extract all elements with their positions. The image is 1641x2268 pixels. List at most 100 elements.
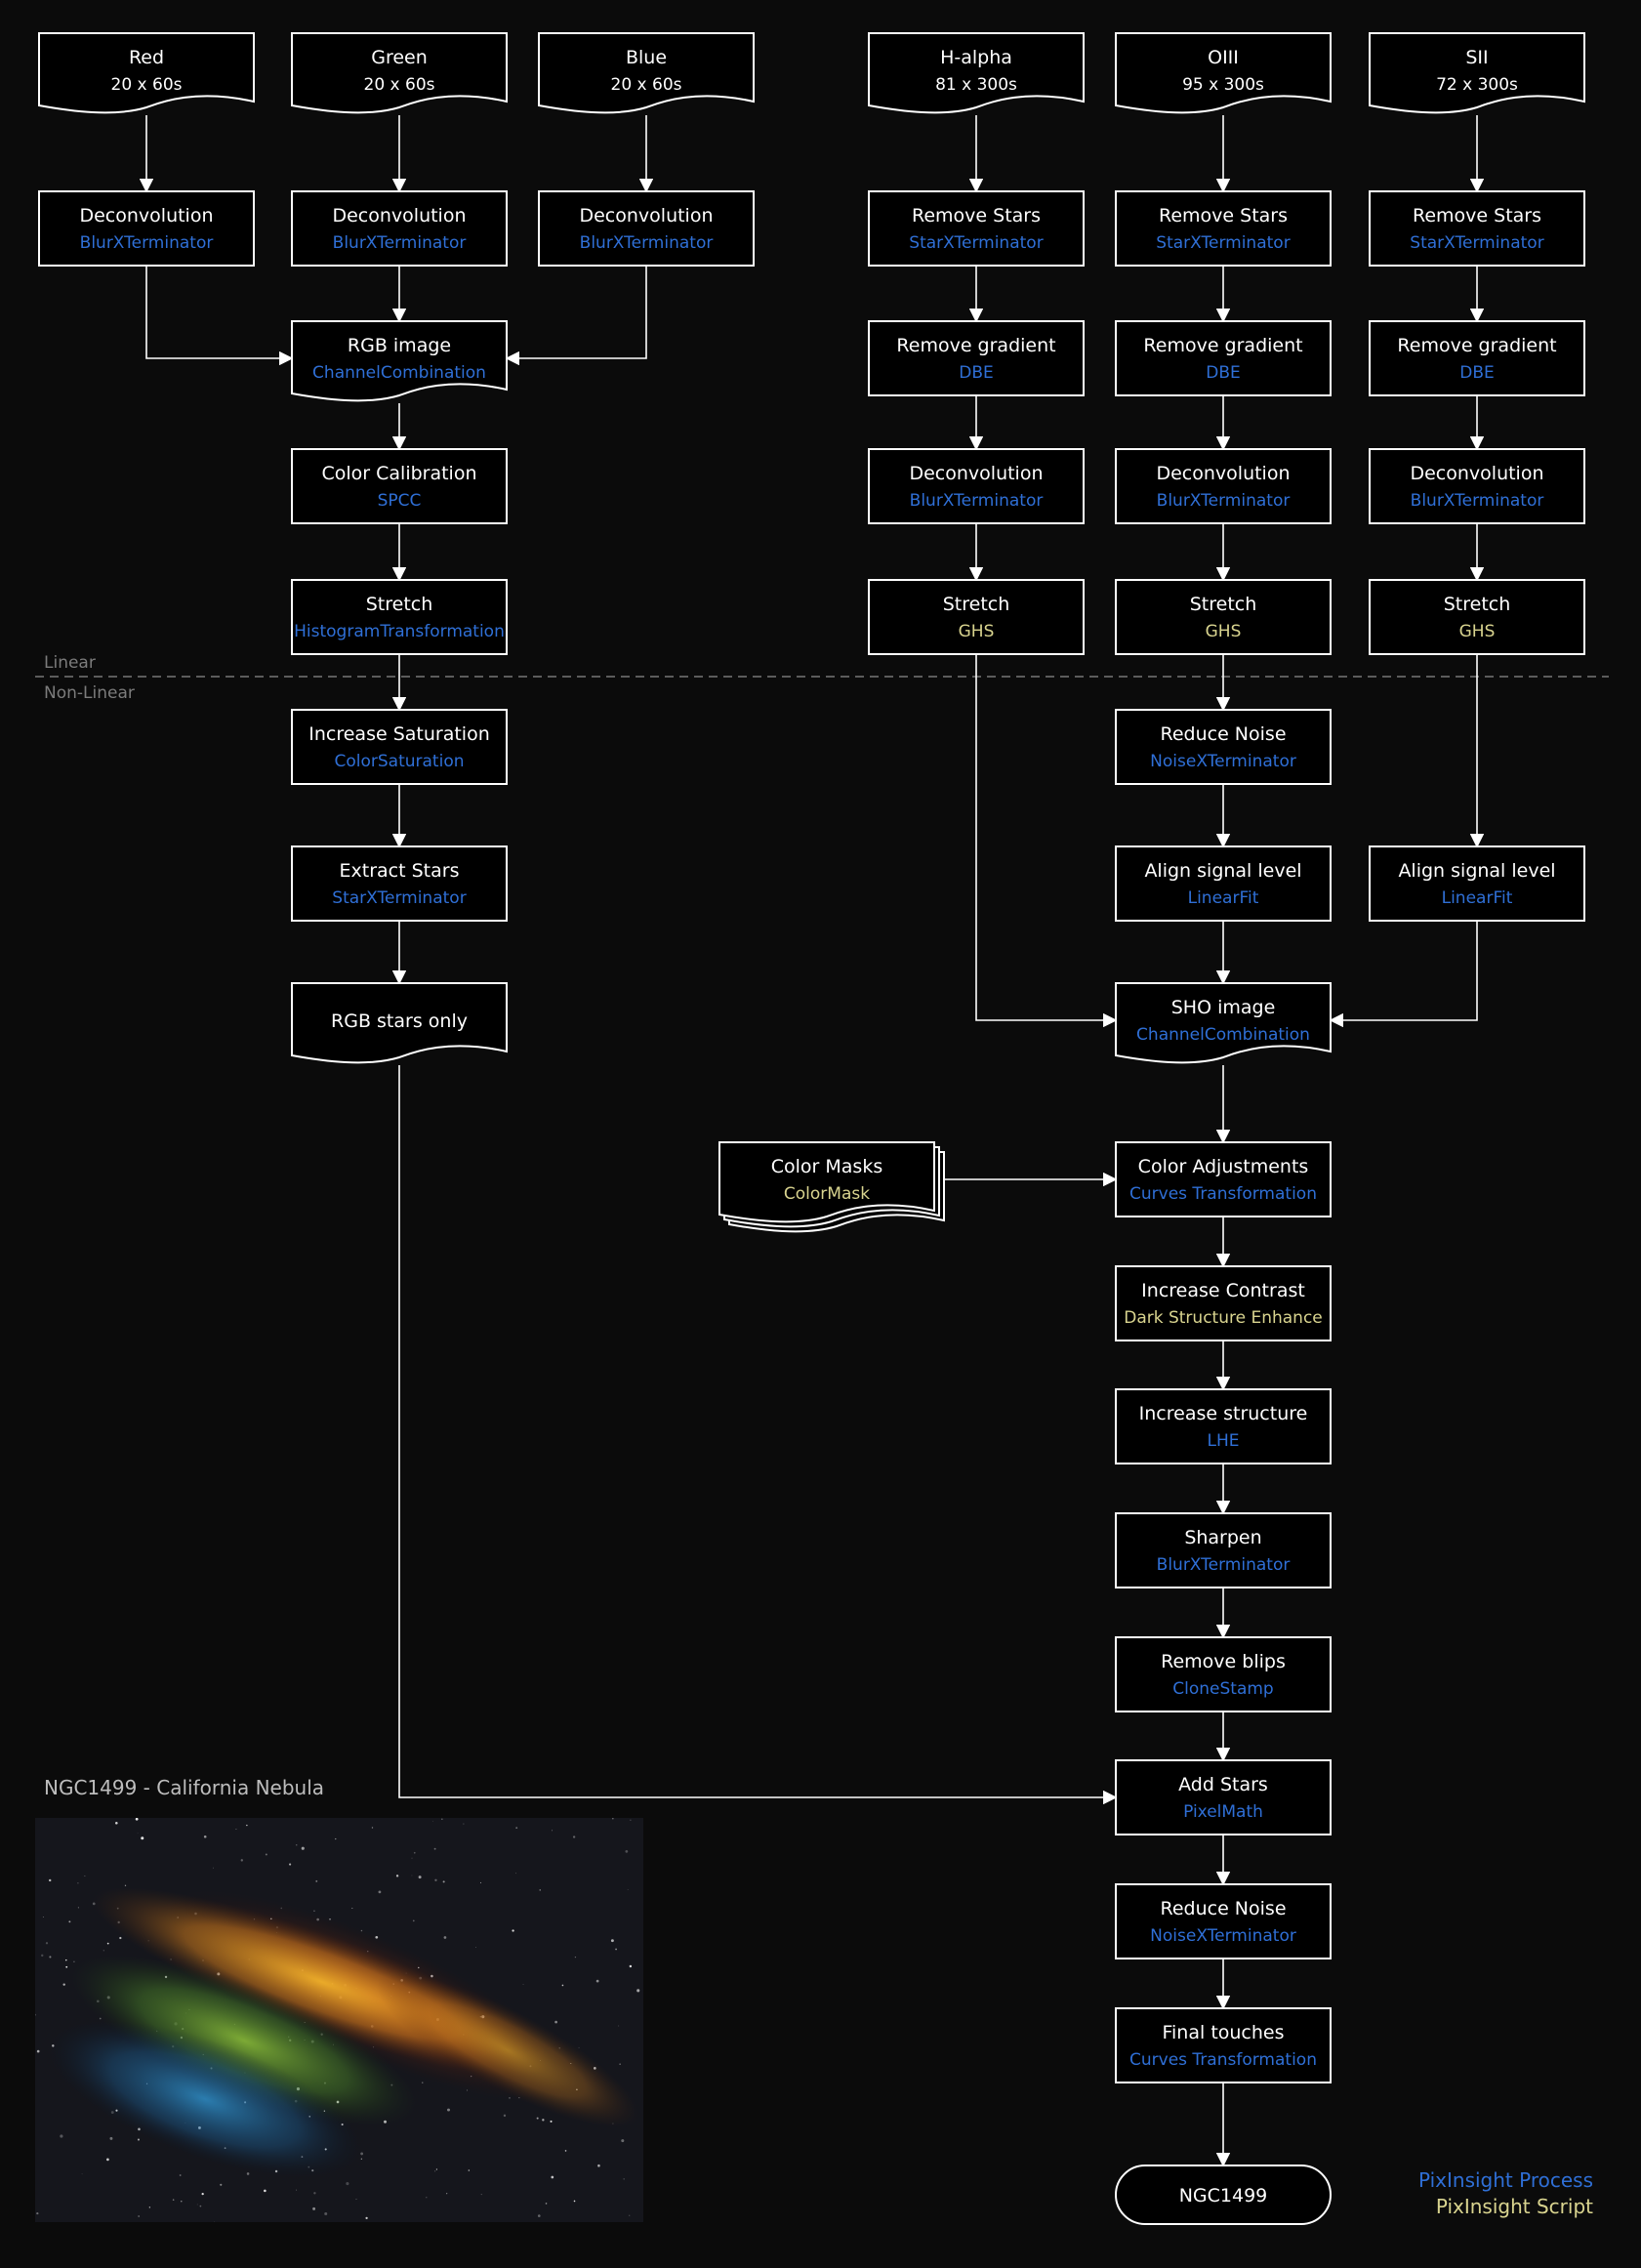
node-title: Reduce Noise bbox=[1160, 723, 1286, 745]
node-oiii: OIII 95 x 300s bbox=[1115, 32, 1332, 114]
nebula-photo bbox=[35, 1818, 643, 2222]
node-subtitle: 81 x 300s bbox=[935, 75, 1017, 95]
node-title: Remove Stars bbox=[1159, 205, 1288, 227]
node-title: Deconvolution bbox=[79, 205, 213, 227]
node-title: Deconvolution bbox=[579, 205, 713, 227]
node-subtitle: BlurXTerminator bbox=[910, 491, 1044, 511]
node-subtitle: DBE bbox=[1459, 363, 1495, 383]
node-title: Align signal level bbox=[1144, 860, 1301, 882]
photo-caption: NGC1499 - California Nebula bbox=[44, 1776, 324, 1799]
node-subtitle: GHS bbox=[959, 622, 995, 641]
node-title: OIII bbox=[1208, 47, 1239, 68]
node-subtitle: 20 x 60s bbox=[111, 75, 183, 95]
node-subtitle: NoiseXTerminator bbox=[1150, 752, 1296, 771]
node-title: Align signal level bbox=[1398, 860, 1555, 882]
node-title: Remove gradient bbox=[1143, 335, 1302, 356]
nonlinear-label: Non-Linear bbox=[44, 683, 135, 703]
node-subtitle: ColorMask bbox=[784, 1184, 870, 1204]
node-subtitle: PixelMath bbox=[1183, 1802, 1263, 1822]
node-subtitle: 20 x 60s bbox=[364, 75, 435, 95]
node-subtitle: BlurXTerminator bbox=[80, 233, 214, 253]
node-title: Color Adjustments bbox=[1138, 1156, 1309, 1177]
node-subtitle: BlurXTerminator bbox=[1157, 1555, 1291, 1575]
node-subtitle: Curves Transformation bbox=[1129, 1184, 1317, 1204]
node-title: Stretch bbox=[943, 594, 1010, 615]
node-subtitle: GHS bbox=[1206, 622, 1242, 641]
node-subtitle: StarXTerminator bbox=[1156, 233, 1290, 253]
node-subtitle: 20 x 60s bbox=[611, 75, 682, 95]
node-title: Reduce Noise bbox=[1160, 1898, 1286, 1919]
node-subtitle: BlurXTerminator bbox=[1157, 491, 1291, 511]
node-title: SHO image bbox=[1171, 997, 1276, 1018]
node-subtitle: DBE bbox=[959, 363, 994, 383]
node-subtitle: DBE bbox=[1206, 363, 1241, 383]
node-subtitle: 72 x 300s bbox=[1436, 75, 1518, 95]
edge-ha-stretch-to-sho-image bbox=[975, 654, 1118, 1028]
node-final: NGC1499 bbox=[1115, 2165, 1332, 2225]
node-subtitle: CloneStamp bbox=[1172, 1679, 1273, 1699]
node-title: Increase structure bbox=[1139, 1403, 1308, 1424]
node-title: Color Masks bbox=[771, 1156, 882, 1177]
node-title: Stretch bbox=[1190, 594, 1257, 615]
node-title: Remove gradient bbox=[896, 335, 1055, 356]
node-title: RGB stars only bbox=[331, 1010, 468, 1032]
edge-b-deconv-to-rgb-image bbox=[505, 266, 647, 366]
node-title: Stretch bbox=[366, 594, 433, 615]
node-subtitle: 95 x 300s bbox=[1182, 75, 1264, 95]
edge-rgb-stars-to-add-stars bbox=[398, 1065, 1118, 1805]
node-rgb-stars: RGB stars only bbox=[291, 982, 508, 1064]
legend-script: PixInsight Script bbox=[1436, 2195, 1593, 2218]
node-title: Increase Saturation bbox=[308, 723, 490, 745]
node-title: Sharpen bbox=[1184, 1527, 1261, 1548]
node-title: Deconvolution bbox=[1410, 463, 1543, 484]
node-title: Extract Stars bbox=[340, 860, 460, 882]
node-subtitle: ChannelCombination bbox=[1136, 1025, 1310, 1045]
node-subtitle: StarXTerminator bbox=[909, 233, 1043, 253]
node-subtitle: StarXTerminator bbox=[332, 888, 466, 908]
node-subtitle: StarXTerminator bbox=[1410, 233, 1543, 253]
node-subtitle: LinearFit bbox=[1442, 888, 1513, 908]
node-title: Add Stars bbox=[1178, 1774, 1268, 1795]
node-subtitle: Curves Transformation bbox=[1129, 2050, 1317, 2070]
node-subtitle: LinearFit bbox=[1188, 888, 1259, 908]
node-subtitle: GHS bbox=[1459, 622, 1496, 641]
flow-edges bbox=[139, 115, 1485, 2167]
node-title: Remove gradient bbox=[1397, 335, 1556, 356]
node-title: Remove Stars bbox=[912, 205, 1041, 227]
node-title: Color Calibration bbox=[321, 463, 476, 484]
node-subtitle: ChannelCombination bbox=[312, 363, 486, 383]
node-subtitle: LHE bbox=[1208, 1431, 1240, 1451]
